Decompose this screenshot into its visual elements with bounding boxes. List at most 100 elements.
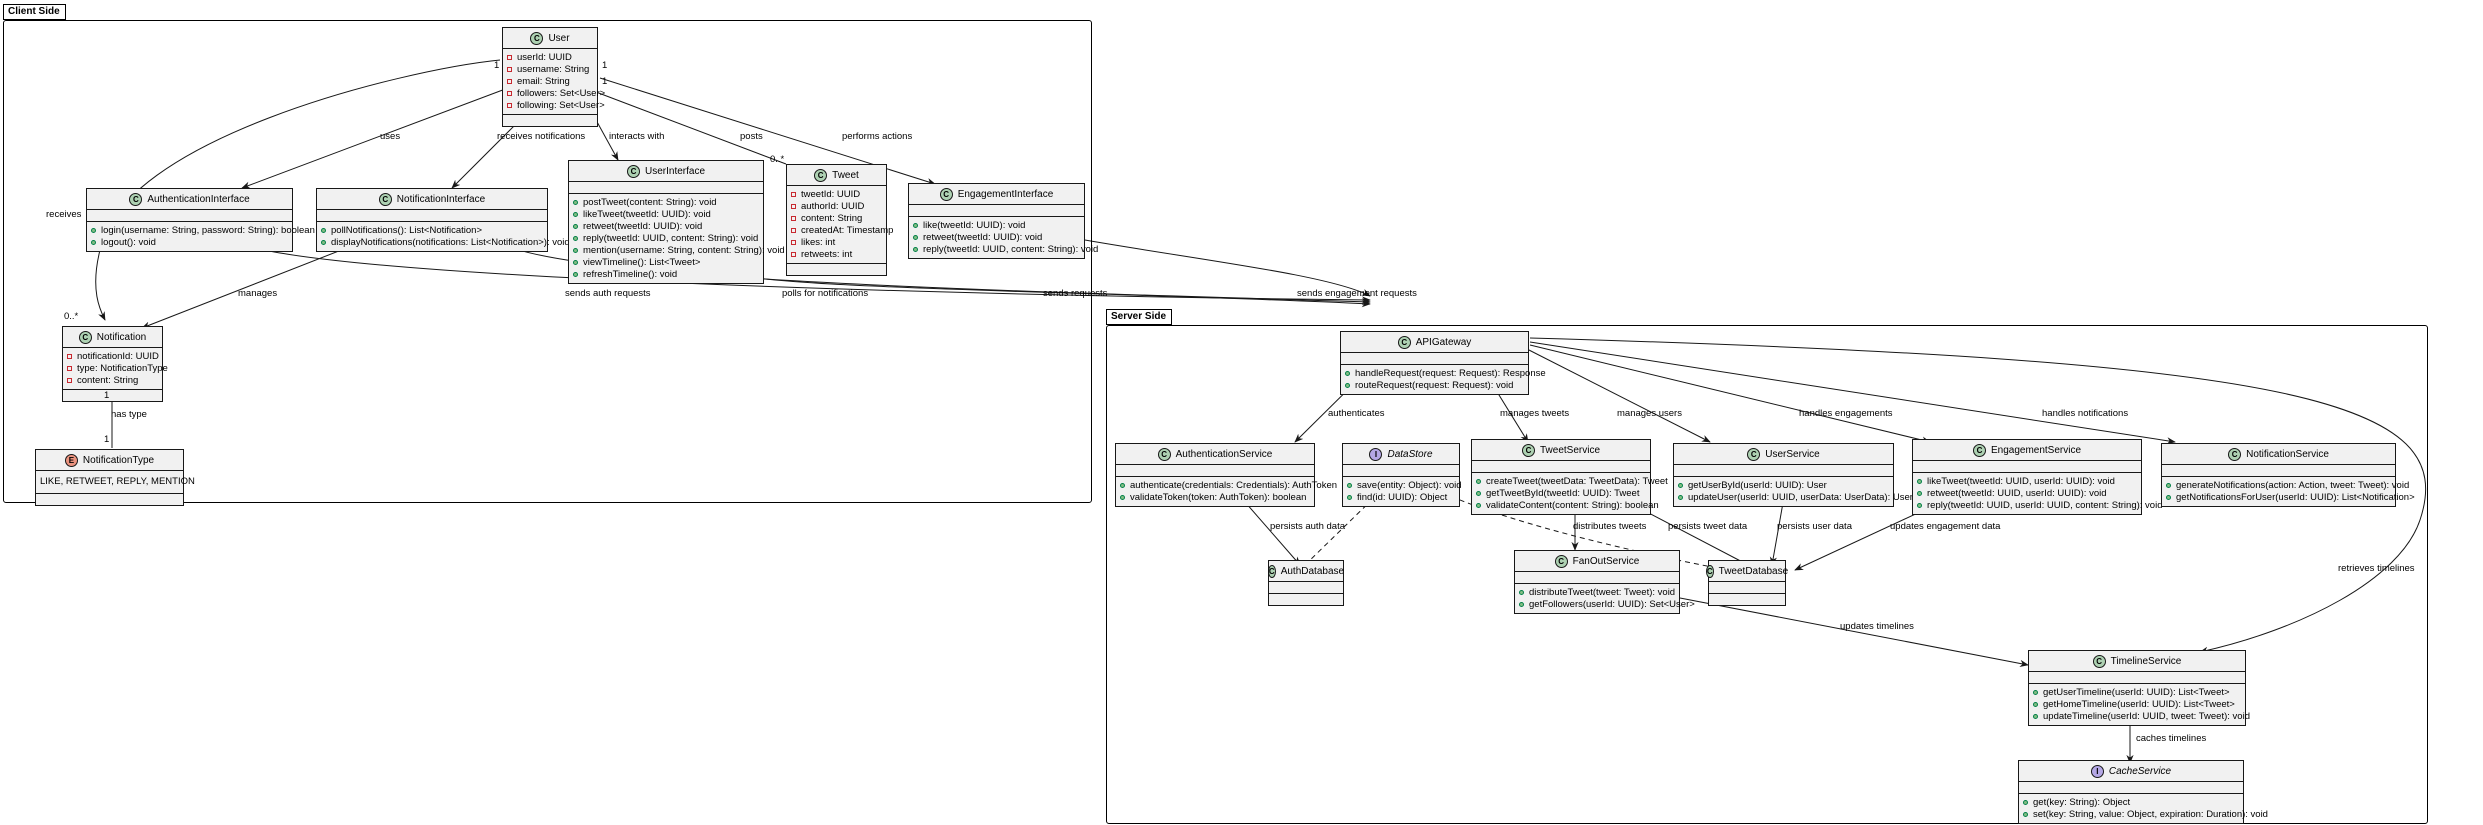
field-section <box>1269 582 1343 594</box>
class-icon: C <box>2092 654 2106 668</box>
class-name: EngagementService <box>1990 444 2082 456</box>
method-text: viewTimeline(): List<Tweet> <box>583 256 701 268</box>
class-icon: C <box>1397 335 1411 349</box>
class-name: TimelineService <box>2110 655 2182 667</box>
method-text: validateToken(token: AuthToken): boolean <box>1130 491 1307 503</box>
method-row: getNotificationsForUser(userId: UUID): L… <box>2162 491 2415 503</box>
method-row: likeTweet(tweetId: UUID, userId: UUID): … <box>1913 475 2141 487</box>
method-text: retweet(tweetId: UUID): void <box>923 231 1043 243</box>
public-visibility-icon <box>1678 482 1683 488</box>
method-text: login(username: String, password: String… <box>101 224 315 236</box>
private-visibility-icon <box>791 239 796 245</box>
label-polls-for-notifications: polls for notifications <box>782 288 869 299</box>
method-row: getFollowers(userId: UUID): Set<User> <box>1515 598 1695 610</box>
enum-values: LIKE, RETWEET, REPLY, MENTION <box>36 471 195 494</box>
field-row: authorId: UUID <box>787 200 886 212</box>
mult-notif-type-a: 1 <box>104 390 110 401</box>
public-visibility-icon <box>913 234 918 240</box>
method-text: retweet(tweetId: UUID): void <box>583 220 703 232</box>
label-persists-user-data: persists user data <box>1777 521 1852 532</box>
field-text: content: String <box>77 374 139 386</box>
enum-icon: E <box>64 453 78 467</box>
edge-user-tweet <box>595 91 787 165</box>
label-sends-auth-requests: sends auth requests <box>565 288 651 299</box>
method-section: handleRequest(request: Request): Respons… <box>1341 365 1546 394</box>
enum-methods <box>36 494 183 505</box>
class-icon: C <box>814 168 828 182</box>
field-section <box>1343 465 1459 477</box>
method-row: retweet(tweetId: UUID): void <box>909 231 1084 243</box>
method-section: createTweet(tweetData: TweetData): Tweet… <box>1472 473 1668 514</box>
label-posts: posts <box>740 131 763 142</box>
field-section <box>317 210 547 222</box>
field-row: email: String <box>503 75 597 87</box>
class-icon: C <box>129 192 143 206</box>
public-visibility-icon <box>1345 370 1350 376</box>
method-text: reply(tweetId: UUID, userId: UUID, conte… <box>1927 499 2163 511</box>
class-name: CacheService <box>2108 765 2172 777</box>
method-section: authenticate(credentials: Credentials): … <box>1116 477 1337 506</box>
method-text: reply(tweetId: UUID, content: String): v… <box>583 232 759 244</box>
method-row: like(tweetId: UUID): void <box>909 219 1084 231</box>
label-manages-tweets: manages tweets <box>1500 408 1570 419</box>
public-visibility-icon <box>1120 494 1125 500</box>
class-name: UserInterface <box>644 165 706 177</box>
public-visibility-icon <box>1519 589 1524 595</box>
class-name: APIGateway <box>1415 336 1472 348</box>
edge-user-notif <box>95 59 501 321</box>
label-receives-notifications: receives notifications <box>497 131 586 142</box>
public-visibility-icon <box>2023 799 2028 805</box>
field-text: content: String <box>801 212 863 224</box>
public-visibility-icon <box>573 247 578 253</box>
field-row: content: String <box>787 212 886 224</box>
edge-api-notifsvc <box>1529 341 2176 445</box>
class-icon: C <box>378 192 392 206</box>
private-visibility-icon <box>791 191 796 197</box>
label-authenticates: authenticates <box>1328 408 1385 419</box>
public-visibility-icon <box>2033 701 2038 707</box>
field-section <box>87 210 292 222</box>
method-text: mention(username: String, content: Strin… <box>583 244 785 256</box>
method-section <box>503 115 597 126</box>
class-icon: C <box>939 187 953 201</box>
edge-authsvc-authdb <box>1244 501 1301 566</box>
method-text: getUserTimeline(userId: UUID): List<Twee… <box>2043 686 2230 698</box>
mult-user-eng: 1 <box>602 60 608 71</box>
method-text: like(tweetId: UUID): void <box>923 219 1026 231</box>
method-row: reply(tweetId: UUID, userId: UUID, conte… <box>1913 499 2162 511</box>
method-row: routeRequest(request: Request): void <box>1341 379 1528 391</box>
class-name: NotificationInterface <box>396 193 486 205</box>
private-visibility-icon <box>507 66 512 72</box>
field-section <box>2162 465 2395 477</box>
public-visibility-icon <box>1476 502 1481 508</box>
class-name: Notification <box>96 331 147 343</box>
label-distributes-tweets: distributes tweets <box>1573 521 1647 532</box>
label-caches-timelines: caches timelines <box>2136 733 2207 744</box>
field-section <box>2029 672 2245 684</box>
client-side-package <box>3 20 1092 503</box>
field-text: following: Set<User> <box>517 99 605 111</box>
field-text: followers: Set<User> <box>517 87 606 99</box>
method-section <box>787 264 886 275</box>
field-section <box>1913 461 2141 473</box>
class-name: TweetDatabase <box>1718 565 1789 577</box>
private-visibility-icon <box>791 215 796 221</box>
public-visibility-icon <box>1917 478 1922 484</box>
method-row: retweet(tweetId: UUID, userId: UUID): vo… <box>1913 487 2141 499</box>
